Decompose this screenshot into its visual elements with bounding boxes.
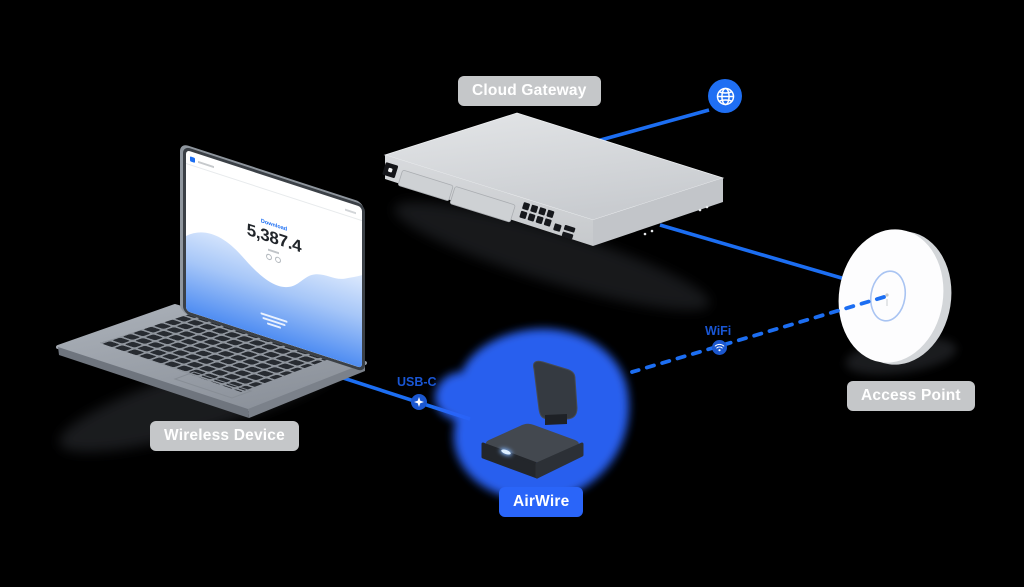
wireless-device-label: Wireless Device <box>150 421 299 451</box>
internet-node <box>708 79 742 113</box>
access-point-label: Access Point <box>847 381 975 411</box>
globe-icon <box>716 87 734 105</box>
throughput-wave-chart <box>186 232 362 369</box>
airwire-led <box>501 449 511 455</box>
ap-led-ring <box>869 270 907 322</box>
gateway-screws <box>643 205 709 236</box>
usb-c-icon <box>414 397 424 407</box>
app-logo-icon <box>190 156 195 163</box>
gateway-ports <box>519 202 576 240</box>
airwire-label: AirWire <box>499 487 584 517</box>
airwire-panel <box>533 360 578 420</box>
app-menu-placeholder <box>345 208 356 214</box>
laptop-right-edge <box>248 363 365 418</box>
airwire-hinge <box>545 414 567 425</box>
wifi-node <box>712 340 727 355</box>
laptop-trackpad <box>173 371 253 399</box>
laptop-front-edge <box>58 347 249 418</box>
gateway-drive-bays <box>398 170 516 223</box>
cloud-gateway-label: Cloud Gateway <box>458 76 601 106</box>
airwire-device <box>435 328 630 502</box>
app-title-placeholder <box>198 160 214 168</box>
internet-connection-line <box>596 108 710 143</box>
wifi-link-label: WiFi <box>705 324 732 338</box>
wifi-icon <box>714 343 725 352</box>
usbc-node <box>411 394 427 410</box>
access-point-device <box>838 229 952 365</box>
wifi-connection-line <box>630 295 886 374</box>
cloud-gateway-device <box>382 112 725 246</box>
laptop-base <box>56 304 367 418</box>
gateway-to-ap-connection-line <box>659 223 846 281</box>
airwire-base-front-right <box>535 442 584 479</box>
ap-center-dot <box>885 293 889 297</box>
ap-face <box>838 229 944 363</box>
gateway-shadow <box>394 201 710 311</box>
usb-c-link-label: USB-C <box>397 375 437 389</box>
gateway-display <box>382 162 399 178</box>
gateway-right-face <box>593 178 723 246</box>
speed-test-app: Download 5,387.4 <box>186 149 362 369</box>
laptop-screen: Download 5,387.4 <box>183 146 365 373</box>
laptop-keyboard <box>100 312 337 392</box>
